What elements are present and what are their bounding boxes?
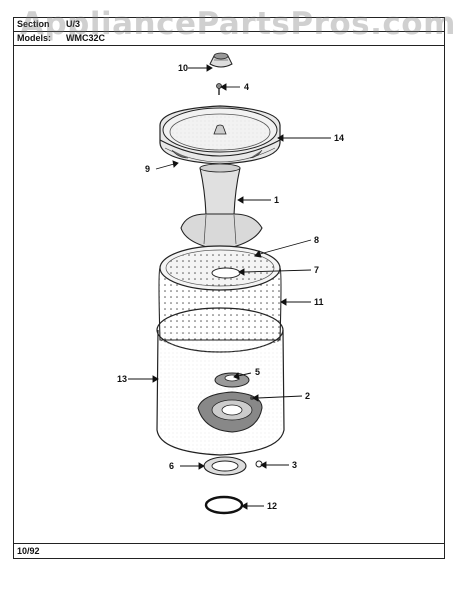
callout-10: 10 xyxy=(178,63,188,73)
balance-ring-part xyxy=(159,105,281,165)
footer-date: 10/92 xyxy=(17,546,40,556)
section-row: Section U/3 xyxy=(14,18,444,32)
callout-3: 3 xyxy=(292,460,297,470)
screw-part xyxy=(216,83,222,95)
models-row: Models: WMC32C xyxy=(14,32,444,46)
callout-2: 2 xyxy=(305,391,310,401)
section-value: U/3 xyxy=(66,19,81,29)
o-ring-part xyxy=(204,495,244,515)
callout-12: 12 xyxy=(267,501,277,511)
wash-basket-part xyxy=(158,245,282,341)
callout-5: 5 xyxy=(255,367,260,377)
models-label: Models: xyxy=(17,33,52,43)
leader-lines xyxy=(128,64,331,510)
callout-1: 1 xyxy=(274,195,279,205)
agitator-cap-part xyxy=(209,52,233,68)
outer-tub-part xyxy=(156,307,285,456)
section-label: Section xyxy=(17,19,50,29)
nut-part xyxy=(255,460,263,468)
parts-diagram-sheet: Section U/3 Models: WMC32C 10/92 xyxy=(13,17,445,559)
callout-14: 14 xyxy=(334,133,344,143)
agitator-part xyxy=(180,163,263,251)
callout-13: 13 xyxy=(117,374,127,384)
models-value: WMC32C xyxy=(66,33,106,43)
callout-6: 6 xyxy=(169,461,174,471)
callout-4: 4 xyxy=(244,82,249,92)
callout-11: 11 xyxy=(314,297,324,307)
tub-gasket-part xyxy=(203,456,247,476)
footer-divider xyxy=(14,543,444,544)
callout-9: 9 xyxy=(145,164,150,174)
callout-layer: 10 4 14 9 1 8 7 11 13 5 2 6 3 12 xyxy=(117,63,344,511)
callout-7: 7 xyxy=(314,265,319,275)
callout-8: 8 xyxy=(314,235,319,245)
